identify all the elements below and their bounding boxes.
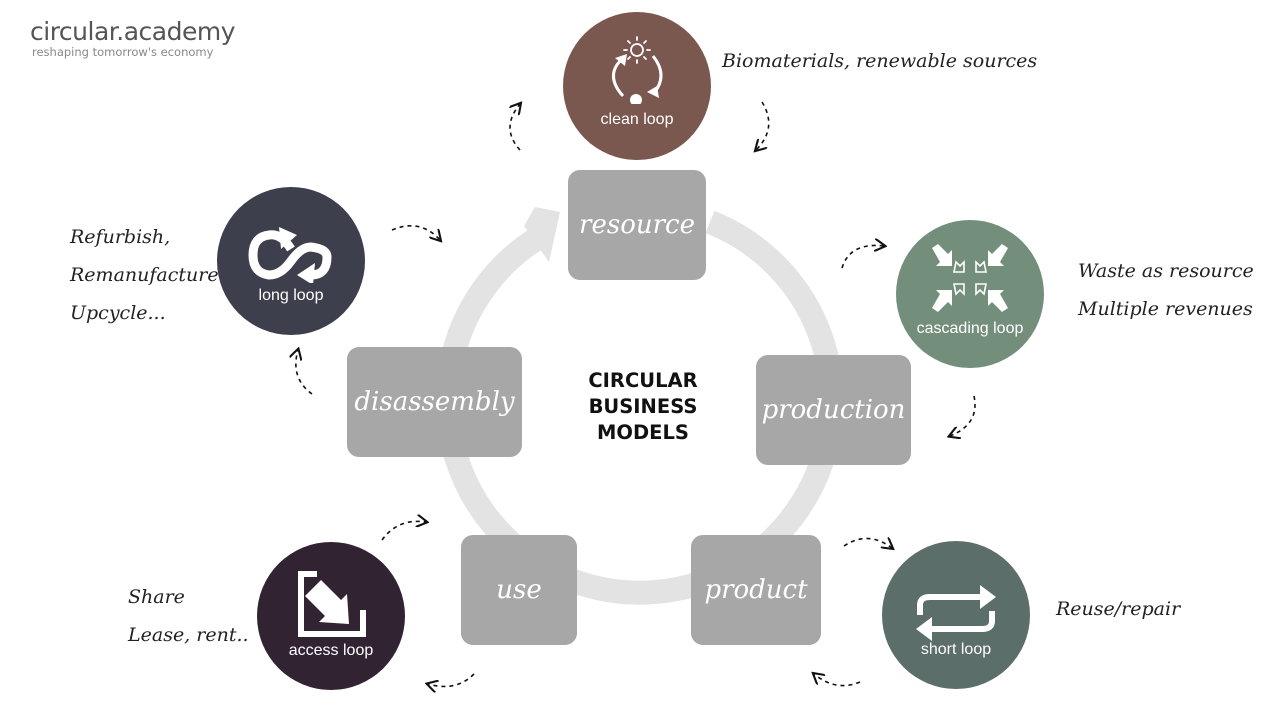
title-line-2: BUSINESS <box>588 395 698 418</box>
long-note-1: Refurbish, <box>70 226 171 248</box>
access-note-2: Lease, rent.. <box>128 624 249 646</box>
dashed-arrow-from-long <box>391 224 440 240</box>
dashed-arrow-to-cascading <box>841 245 884 269</box>
cascading-loop-circle: cascading loop <box>896 220 1044 368</box>
title-line-1: CIRCULAR <box>588 369 698 392</box>
sun-cycle-icon <box>612 36 663 104</box>
cycle-ring-arrowhead <box>524 207 560 262</box>
long-loop-label: long loop <box>258 287 324 304</box>
access-loop-label: access loop <box>288 642 374 659</box>
stage-resource: resource <box>568 170 706 280</box>
dashed-arrow-to-short <box>843 538 892 548</box>
dashed-arrow-from-clean <box>756 101 770 150</box>
brand-tagline: reshaping tomorrow's economy <box>32 45 214 59</box>
stage-production: production <box>756 355 911 465</box>
stage-disassembly: disassembly <box>347 347 522 457</box>
cascading-loop-label: cascading loop <box>916 320 1024 337</box>
dashed-arrow-to-long <box>296 350 313 395</box>
dashed-arrow-from-access <box>428 673 475 686</box>
short-loop-note: Reuse/repair <box>1056 598 1181 620</box>
brand-logo: circular.academy reshaping tomorrow's ec… <box>30 17 236 59</box>
converging-arrows-icon <box>932 244 1008 312</box>
brand-name: circular.academy <box>30 17 236 46</box>
cascading-note-2: Multiple revenues <box>1078 298 1253 320</box>
diagram-title: CIRCULAR BUSINESS MODELS <box>560 368 726 446</box>
long-loop-circle: long loop <box>217 187 365 335</box>
repeat-icon <box>916 585 996 641</box>
short-loop-label: short loop <box>920 641 992 658</box>
dashed-arrow-to-access <box>381 521 426 541</box>
clean-loop-note: Biomaterials, renewable sources <box>722 50 1038 72</box>
access-loop-circle: access loop <box>257 542 405 690</box>
dashed-arrow-to-clean <box>510 104 520 151</box>
dashed-arrow-from-short <box>814 674 861 687</box>
stage-product: product <box>691 535 821 645</box>
long-note-3: Upcycle... <box>70 302 166 324</box>
title-line-3: MODELS <box>597 421 689 444</box>
clean-loop-label: clean loop <box>600 111 674 128</box>
loop-arrows-icon <box>248 227 332 283</box>
clean-loop-circle: clean loop <box>563 12 711 160</box>
cascading-note-1: Waste as resource <box>1078 260 1254 282</box>
access-arrow-icon <box>298 571 366 637</box>
stage-use: use <box>461 535 577 645</box>
dashed-arrow-from-cascading <box>950 395 976 436</box>
access-note-1: Share <box>128 586 185 608</box>
short-loop-circle: short loop <box>882 541 1030 689</box>
long-note-2: Remanufacture <box>70 264 219 286</box>
